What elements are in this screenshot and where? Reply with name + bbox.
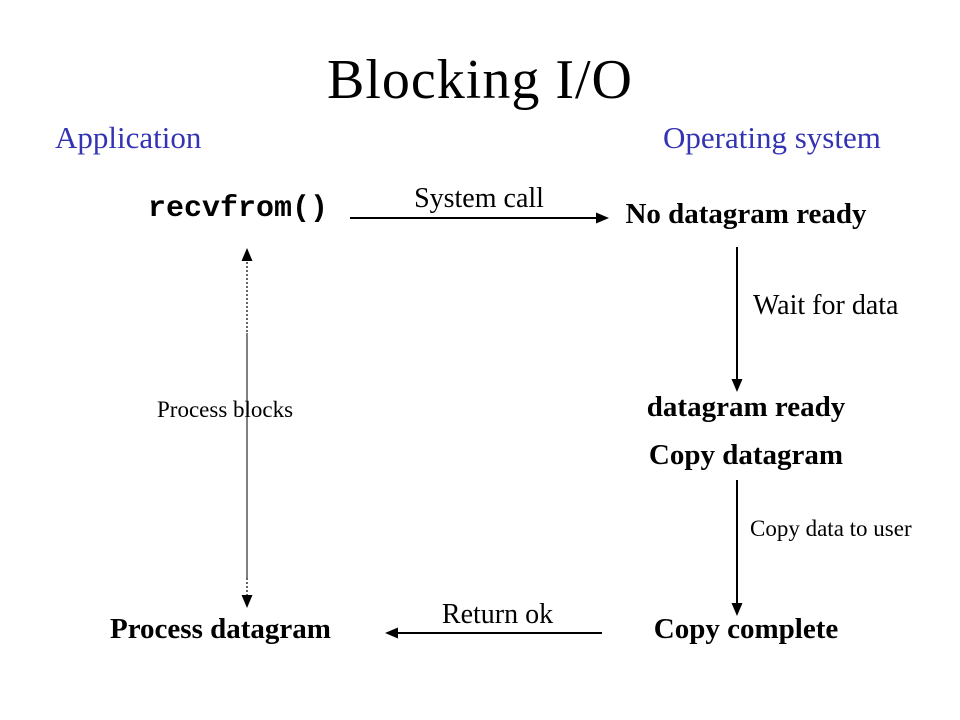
node-copy-datagram: Copy datagram [648, 439, 844, 471]
node-copy-complete: Copy complete [653, 613, 839, 645]
column-header-application: Application [55, 120, 202, 155]
edge-label-copy-data-to-user: Copy data to user [750, 516, 912, 541]
process-blocks-double-arrow [241, 248, 253, 608]
return-ok-arrow [385, 627, 602, 639]
edge-label-wait-for-data: Wait for data [753, 290, 899, 321]
slide-title: Blocking I/O [327, 49, 633, 111]
copy-data-arrow [731, 480, 743, 616]
edge-label-process-blocks: Process blocks [157, 397, 294, 422]
column-header-operating-system: Operating system [663, 120, 881, 155]
edge-label-return-ok: Return ok [441, 599, 554, 630]
system-call-arrow [350, 212, 609, 224]
node-datagram-ready: datagram ready [646, 391, 846, 423]
node-recvfrom: recvfrom() [148, 192, 329, 226]
wait-for-data-arrow [731, 247, 743, 392]
node-process-datagram: Process datagram [110, 613, 331, 645]
node-no-datagram-ready: No datagram ready [625, 198, 867, 230]
edge-label-system-call: System call [414, 183, 544, 214]
